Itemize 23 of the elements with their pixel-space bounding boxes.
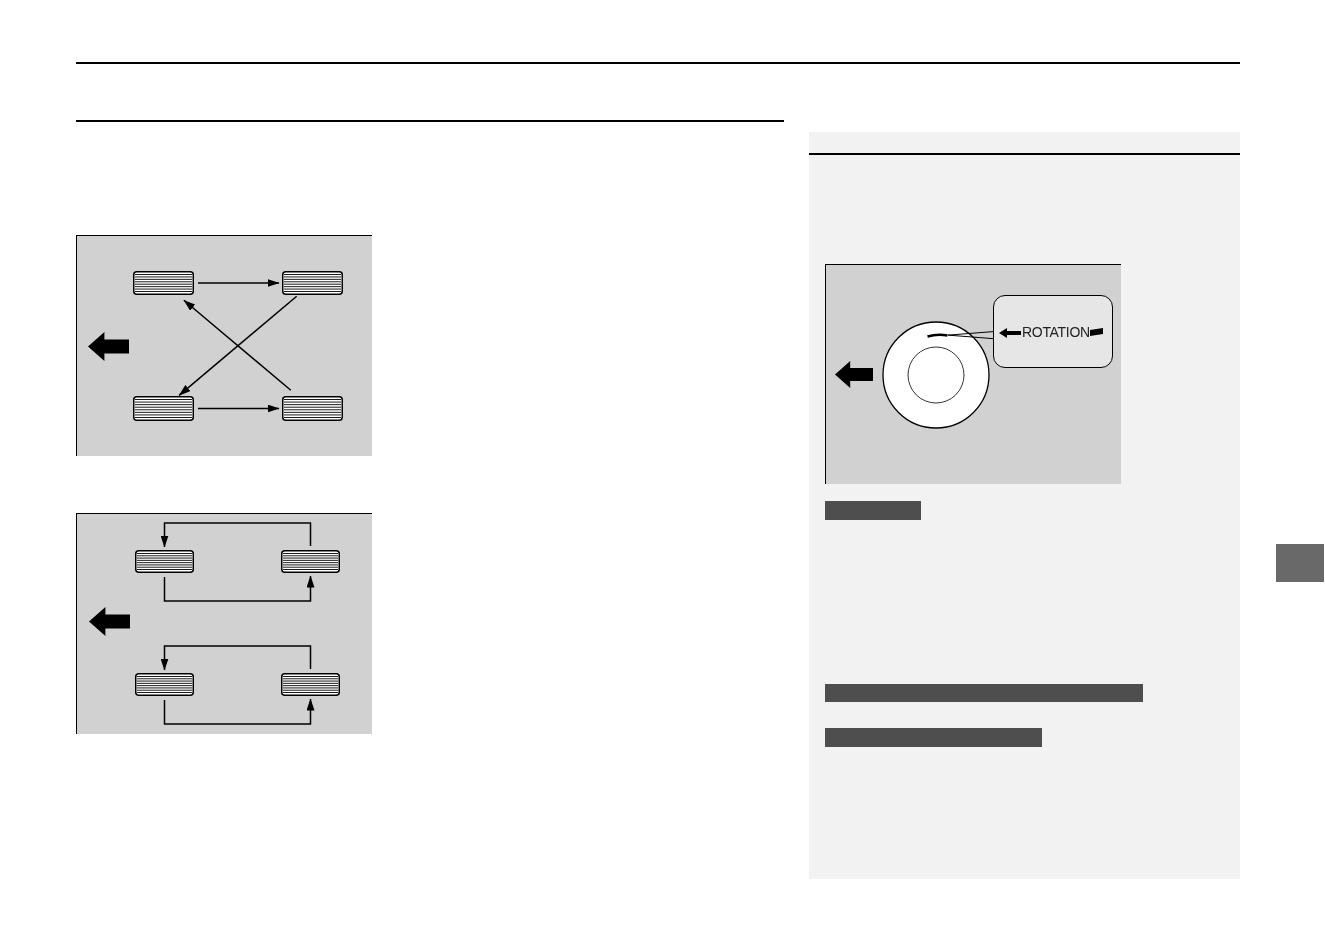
- arrow: [163, 698, 315, 725]
- leader-line: [947, 331, 994, 340]
- tire-icon: [281, 673, 340, 696]
- arrow: [160, 522, 312, 548]
- arrow: [183, 299, 292, 391]
- heading-bar: [825, 501, 921, 520]
- heading-bar: [825, 728, 1042, 747]
- tire-icon: [135, 673, 194, 696]
- heading-bar: [825, 684, 1143, 702]
- tire-icon: [281, 550, 340, 573]
- tire-icon: [133, 271, 194, 295]
- arrow: [160, 645, 312, 671]
- callout-text: ROTATION: [1022, 324, 1090, 341]
- arrow: [163, 575, 315, 602]
- callout-bubble: [993, 295, 1113, 368]
- tire-icon: [282, 271, 343, 295]
- arrow: [178, 295, 298, 397]
- arrow: [197, 279, 280, 287]
- arrow: [197, 404, 280, 413]
- sidewall-mark: [927, 332, 948, 339]
- tire-icon: [133, 396, 194, 421]
- tire-icon: [282, 396, 343, 421]
- tire-icon: [135, 550, 194, 573]
